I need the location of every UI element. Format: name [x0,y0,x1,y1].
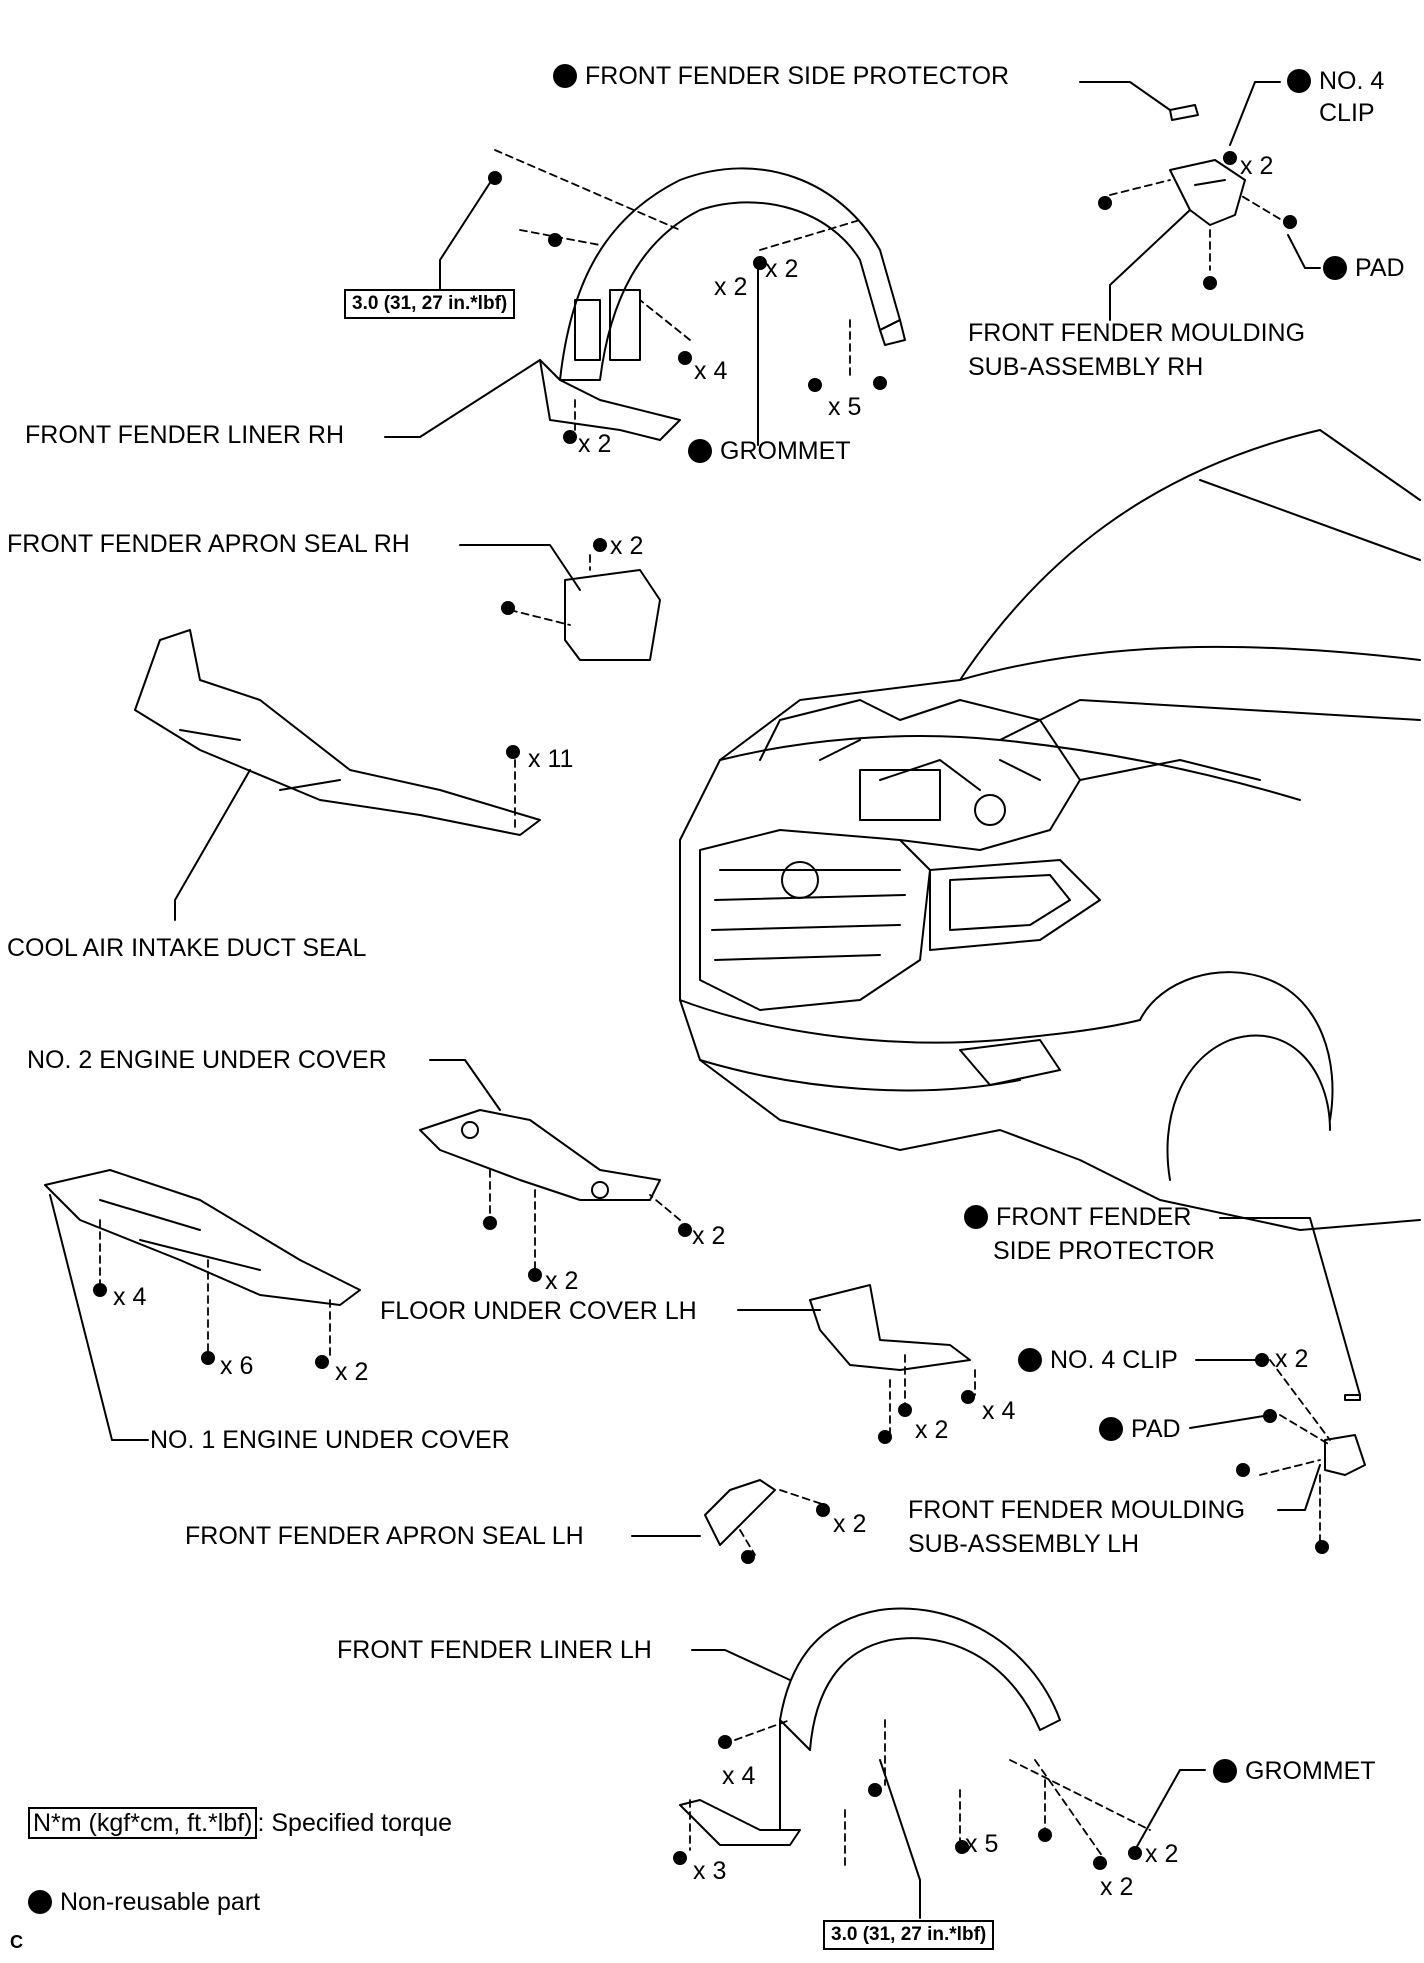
torque-box-lh: 3.0 (31, 27 in.*lbf) [823,1920,995,1950]
non-reusable-dot-icon [1287,69,1311,93]
apron-seal-lh-shape [704,1479,776,1546]
qty-floor-a: x 2 [915,1416,949,1444]
qty-liner-rh-c: x 4 [694,357,728,385]
label-apron-seal-lh: FRONT FENDER APRON SEAL LH [185,1522,584,1550]
label-moulding-lh-line2: SUB-ASSEMBLY LH [908,1530,1140,1558]
label-apron-seal-rh: FRONT FENDER APRON SEAL RH [7,530,410,558]
front-fender-liner-lh-shape [679,1607,1061,1846]
qty-apron-rh: x 2 [610,532,644,560]
qty-no1-cover-b: x 6 [220,1352,254,1380]
non-reusable-dot-icon [688,439,712,463]
label-side-protector-rh: FRONT FENDER SIDE PROTECTOR [553,61,1009,91]
qty-floor-b: x 4 [982,1397,1016,1425]
non-reusable-dot-icon [1018,1348,1042,1372]
apron-seal-rh-shape [564,569,661,661]
floor-under-cover-lh-shape [809,1284,971,1371]
label-moulding-rh: FRONT FENDER MOULDING [968,319,1306,347]
qty-liner-lh-a: x 4 [722,1762,756,1790]
no1-under-cover-shape [44,1169,361,1306]
qty-no2-cover-b: x 2 [545,1267,579,1295]
label-no2-under-cover: NO. 2 ENGINE UNDER COVER [27,1046,387,1074]
non-reusable-dot-icon [28,1890,52,1914]
qty-liner-rh-e: x 2 [578,430,612,458]
torque-box-rh: 3.0 (31, 27 in.*lbf) [344,289,516,319]
qty-apron-lh: x 2 [833,1510,867,1538]
label-floor-under-cover-lh: FLOOR UNDER COVER LH [380,1297,697,1325]
legend-torque-desc: : Specified torque [257,1809,453,1837]
non-reusable-dot-icon [1323,256,1347,280]
qty-liner-lh-b: x 3 [693,1857,727,1885]
label-clip-rh-line2: CLIP [1319,99,1375,127]
qty-duct-seal: x 11 [528,745,574,773]
footer-code: C [10,1932,23,1952]
qty-liner-rh-d: x 5 [828,393,862,421]
front-fender-liner-rh-shape [539,167,906,441]
label-clip-rh: NO. 4 [1287,66,1384,96]
legend-torque-key: N*m (kgf*cm, ft.*lbf) [28,1807,258,1839]
qty-clip-lh: x 2 [1275,1345,1309,1373]
moulding-lh-shape [1324,1394,1366,1476]
no2-under-cover-shape [419,1109,661,1201]
non-reusable-dot-icon [553,64,577,88]
qty-no1-cover-a: x 4 [113,1283,147,1311]
label-pad-rh: PAD [1323,253,1405,283]
label-moulding-rh-line2: SUB-ASSEMBLY RH [968,353,1204,381]
qty-liner-lh-d: x 2 [1100,1873,1134,1901]
non-reusable-dot-icon [1099,1417,1123,1441]
qty-liner-rh-a: x 2 [714,273,748,301]
label-side-protector-lh: FRONT FENDER [964,1202,1191,1232]
qty-no1-cover-c: x 2 [335,1358,369,1386]
label-grommet-lh: GROMMET [1213,1756,1376,1786]
qty-liner-lh-e: x 2 [1145,1840,1179,1868]
label-liner-lh: FRONT FENDER LINER LH [337,1636,652,1664]
label-side-protector-lh-line2: SIDE PROTECTOR [993,1237,1215,1265]
legend-torque: N*m (kgf*cm, ft.*lbf): Specified torque [28,1807,453,1839]
non-reusable-dot-icon [1213,1759,1237,1783]
qty-liner-lh-c: x 5 [965,1830,999,1858]
moulding-rh-shape [1169,104,1246,226]
vehicle-outline [679,429,1421,1231]
label-cool-air-duct-seal: COOL AIR INTAKE DUCT SEAL [7,934,367,962]
qty-clip-rh: x 2 [1240,152,1274,180]
leader-lines [49,81,1361,1919]
label-pad-lh: PAD [1099,1414,1181,1444]
fastener-markers [93,151,1329,1870]
label-moulding-lh: FRONT FENDER MOULDING [908,1496,1246,1524]
non-reusable-dot-icon [964,1205,988,1229]
qty-no2-cover-a: x 2 [692,1222,726,1250]
label-clip-lh: NO. 4 CLIP [1018,1345,1178,1375]
label-no1-under-cover: NO. 1 ENGINE UNDER COVER [150,1426,510,1454]
duct-seal-shape [134,629,541,836]
qty-liner-rh-b: x 2 [765,255,799,283]
label-grommet-rh: GROMMET [688,436,851,466]
label-liner-rh: FRONT FENDER LINER RH [25,421,345,449]
legend-non-reusable: Non-reusable part [28,1887,260,1917]
